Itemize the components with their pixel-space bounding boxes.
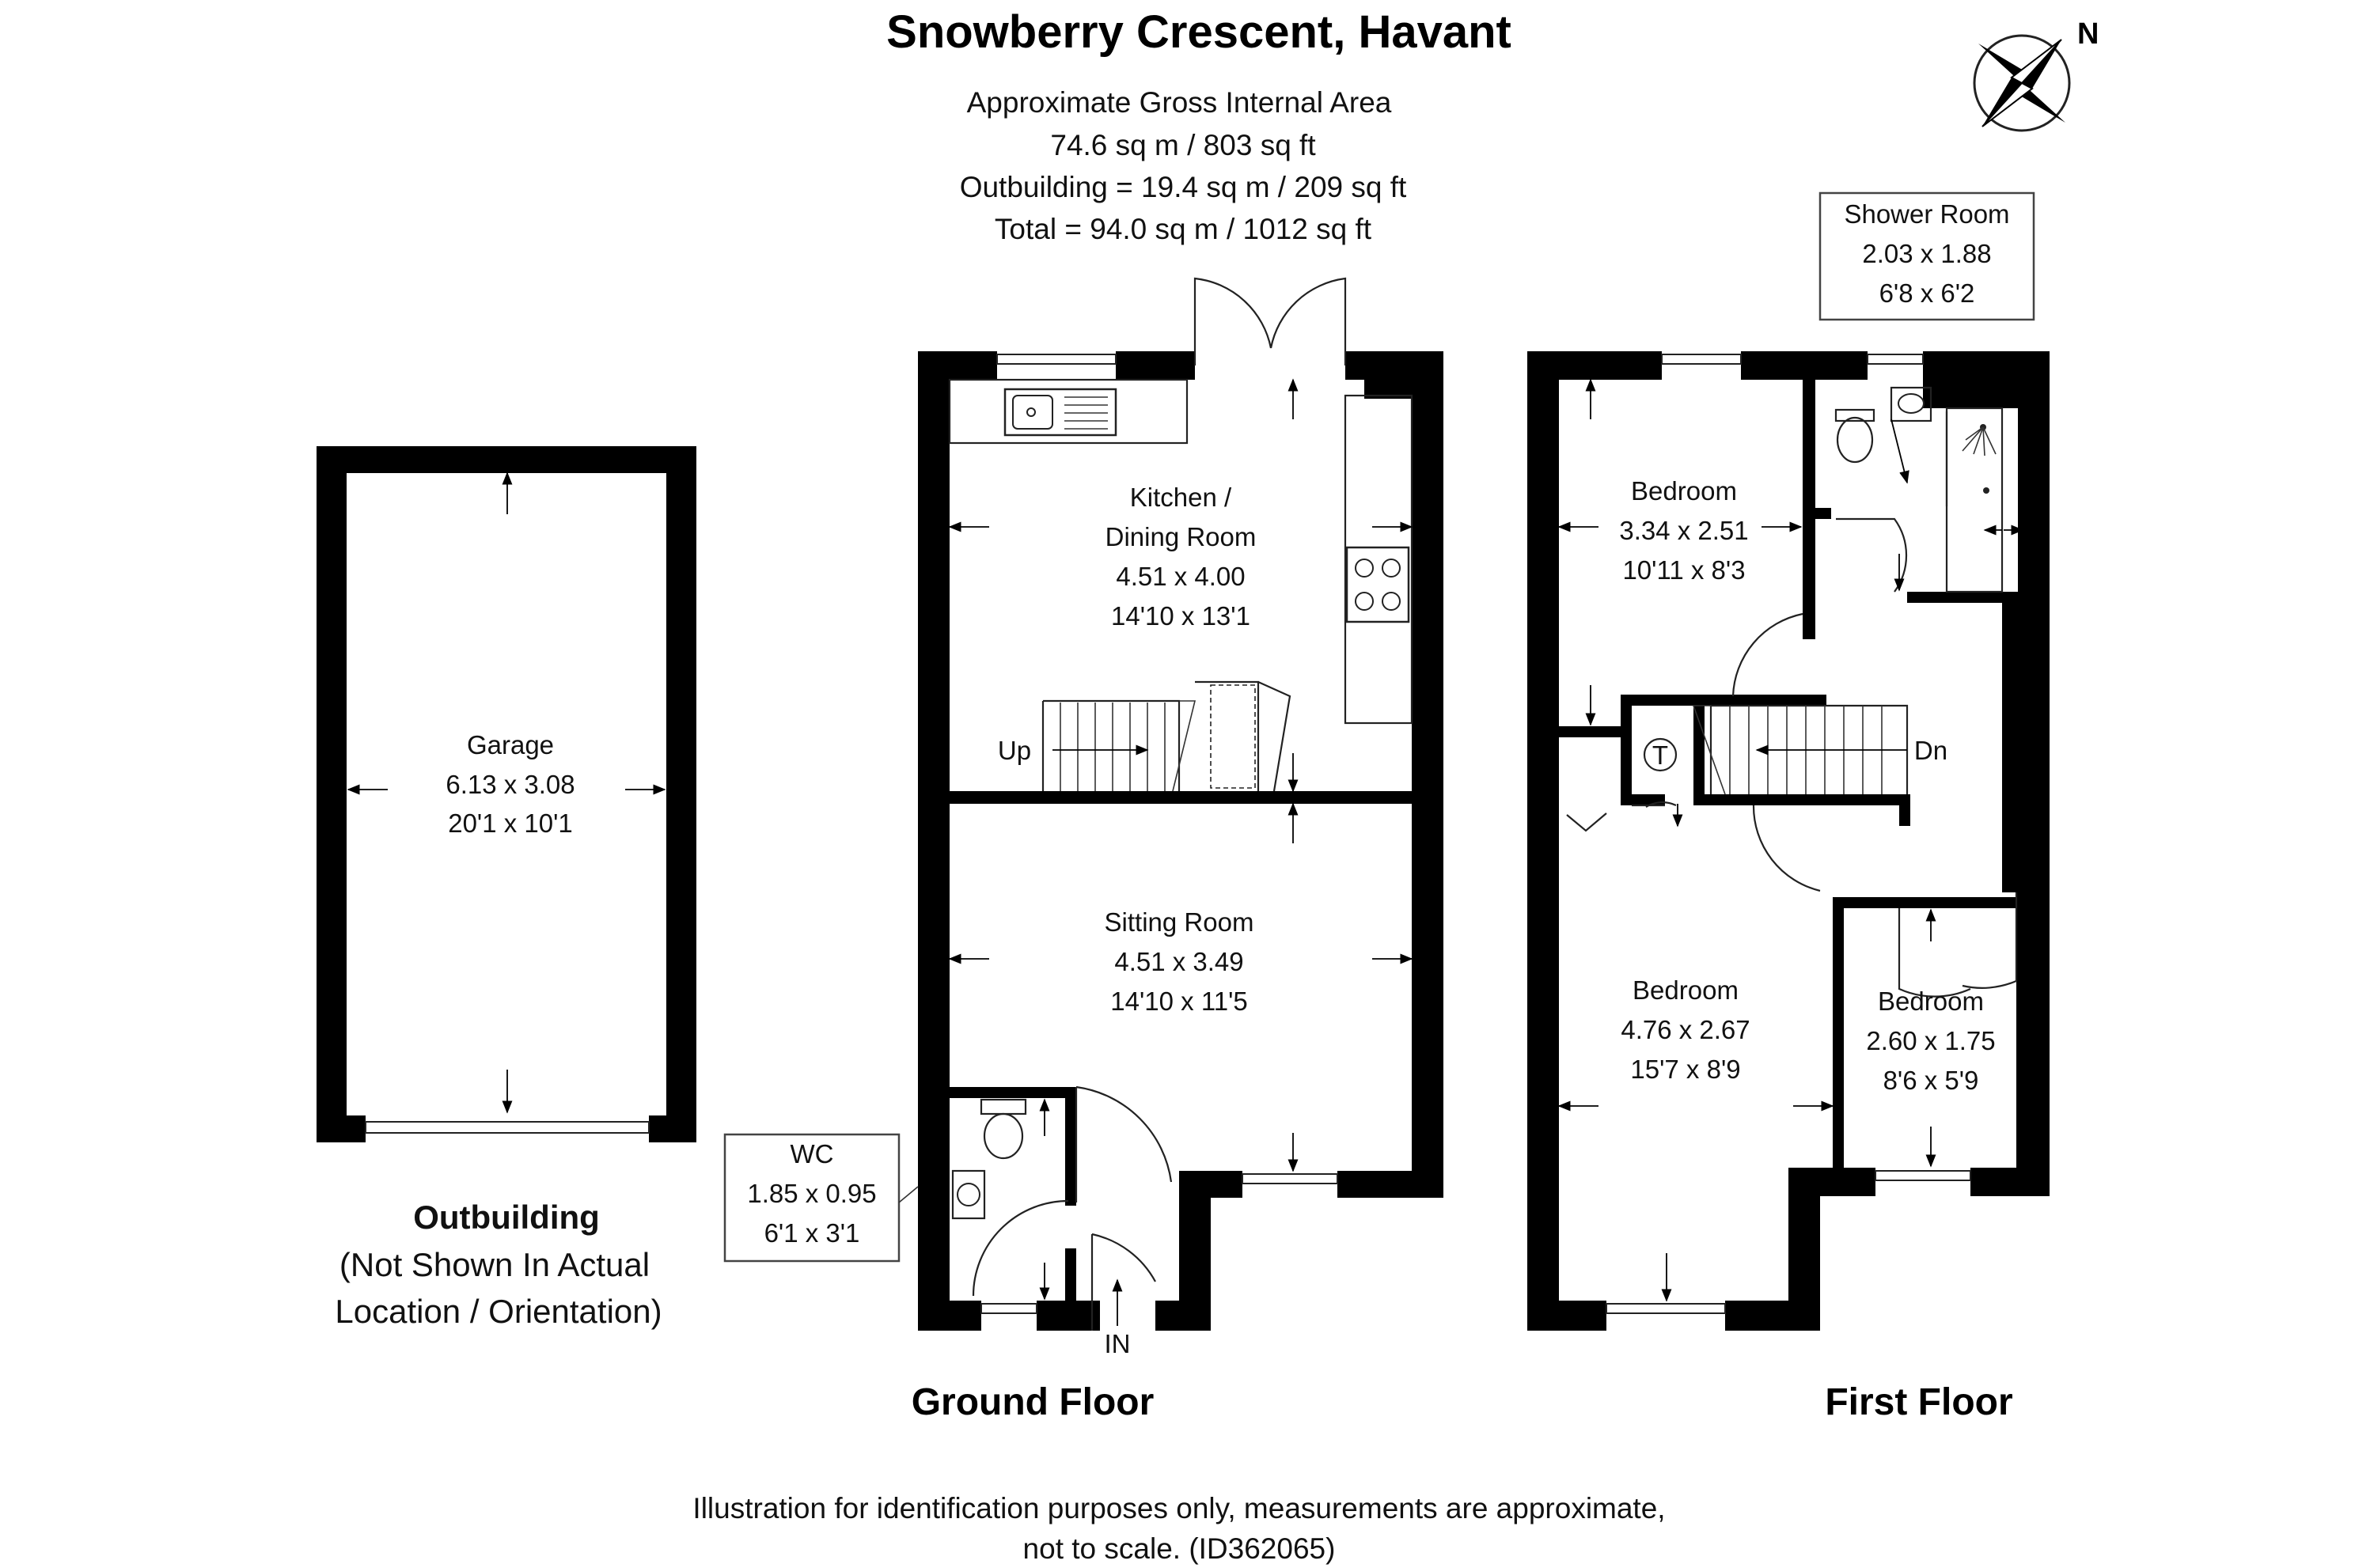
tank-label: T <box>1652 740 1668 770</box>
front-door <box>1075 1085 1173 1331</box>
first-floor-walls <box>1527 351 2050 1331</box>
kitchen-imperial: 14'10 x 13'1 <box>1111 601 1250 631</box>
kitchen-french-doors <box>1193 277 1347 365</box>
kitchen-metric: 4.51 x 4.00 <box>1116 562 1245 591</box>
outbuilding-caption-line2: Location / Orientation) <box>335 1293 662 1330</box>
hob-icon <box>1345 546 1410 623</box>
wc-name: WC <box>791 1139 834 1168</box>
garage-imperial: 20'1 x 10'1 <box>448 809 573 838</box>
shower-head-icon <box>1962 424 1997 456</box>
property-title: Snowberry Crescent, Havant <box>886 6 1511 58</box>
shower-room-metric: 2.03 x 1.88 <box>1862 239 1991 268</box>
outbuilding-caption-title: Outbuilding <box>413 1199 600 1236</box>
bedroom1-metric: 3.34 x 2.51 <box>1619 516 1748 545</box>
disclaimer-line1: Illustration for identification purposes… <box>692 1492 1665 1524</box>
bedroom2-dimension-arrows <box>1557 1100 1834 1302</box>
toilet-icon <box>1836 416 1874 464</box>
ground-floor-windows <box>980 354 1338 1314</box>
garage-dimension-arrows <box>347 472 666 1114</box>
ground-stairs-label: Up <box>998 736 1031 765</box>
kitchen-worktop <box>948 378 1413 725</box>
kitchen-name-line1: Kitchen / <box>1130 483 1232 512</box>
sitting-room-name: Sitting Room <box>1105 907 1254 937</box>
sitting-dimension-arrows <box>948 802 1413 1172</box>
bedroom1-imperial: 10'11 x 8'3 <box>1622 555 1745 585</box>
wc-imperial: 6'1 x 3'1 <box>764 1218 860 1248</box>
wc-metric: 1.85 x 0.95 <box>747 1179 876 1208</box>
sitting-room-metric: 4.51 x 3.49 <box>1114 947 1243 976</box>
garage-door <box>365 1121 650 1134</box>
bedroom1-name: Bedroom <box>1631 476 1737 506</box>
wc-fittings <box>951 1098 1069 1301</box>
airing-cupboard <box>1566 737 1683 832</box>
ground-floor-walls <box>918 351 1443 1331</box>
garage-metric: 6.13 x 3.08 <box>446 770 575 799</box>
shower-room-name: Shower Room <box>1844 199 2009 229</box>
outbuilding-caption-line1: (Not Shown In Actual <box>339 1246 650 1283</box>
shower-room-fittings <box>1834 386 2024 593</box>
kitchen-name-line2: Dining Room <box>1105 522 1257 551</box>
area-outbuilding: Outbuilding = 19.4 sq m / 209 sq ft <box>960 171 1407 203</box>
ground-floor-stairs <box>1041 680 1291 792</box>
bedroom2-metric: 4.76 x 2.67 <box>1621 1015 1750 1044</box>
first-floor-label: First Floor <box>1825 1381 2012 1423</box>
shower-room-imperial: 6'8 x 6'2 <box>1879 278 1975 308</box>
garage-walls <box>317 446 696 1142</box>
shower-room-label-box <box>1818 191 2035 321</box>
sink-icon <box>1003 388 1117 437</box>
basin-icon <box>1898 393 1925 414</box>
first-floor-stairs <box>1692 704 1909 795</box>
entrance-label: IN <box>1105 1329 1131 1358</box>
sitting-room-imperial: 14'10 x 11'5 <box>1110 987 1247 1016</box>
bedroom3-metric: 2.60 x 1.75 <box>1866 1026 1995 1055</box>
disclaimer-line2: not to scale. (ID362065) <box>1023 1532 1336 1565</box>
bedroom3-name: Bedroom <box>1878 987 1984 1016</box>
first-stairs-label: Dn <box>1914 736 1947 765</box>
bedroom2-name: Bedroom <box>1633 975 1739 1005</box>
bedroom1-dimension-arrows <box>1557 378 1803 726</box>
toilet-icon <box>983 1112 1024 1160</box>
ground-floor-label: Ground Floor <box>912 1381 1155 1423</box>
area-total: Total = 94.0 sq m / 1012 sq ft <box>995 213 1372 245</box>
compass-north-label: N <box>2077 17 2099 51</box>
wc-label-box <box>723 1133 919 1263</box>
compass-rose-icon <box>1973 34 2071 132</box>
landing-doors <box>1731 612 2018 998</box>
kitchen-dimension-arrows <box>948 378 1413 793</box>
garage-name: Garage <box>467 730 554 759</box>
bedroom3-imperial: 8'6 x 5'9 <box>1883 1066 1979 1095</box>
area-heading: Approximate Gross Internal Area <box>967 86 1392 119</box>
first-floor-windows <box>1606 354 1971 1314</box>
bedroom2-imperial: 15'7 x 8'9 <box>1630 1055 1740 1084</box>
water-tank-icon <box>1643 737 1678 772</box>
area-main: 74.6 sq m / 803 sq ft <box>1050 129 1316 161</box>
